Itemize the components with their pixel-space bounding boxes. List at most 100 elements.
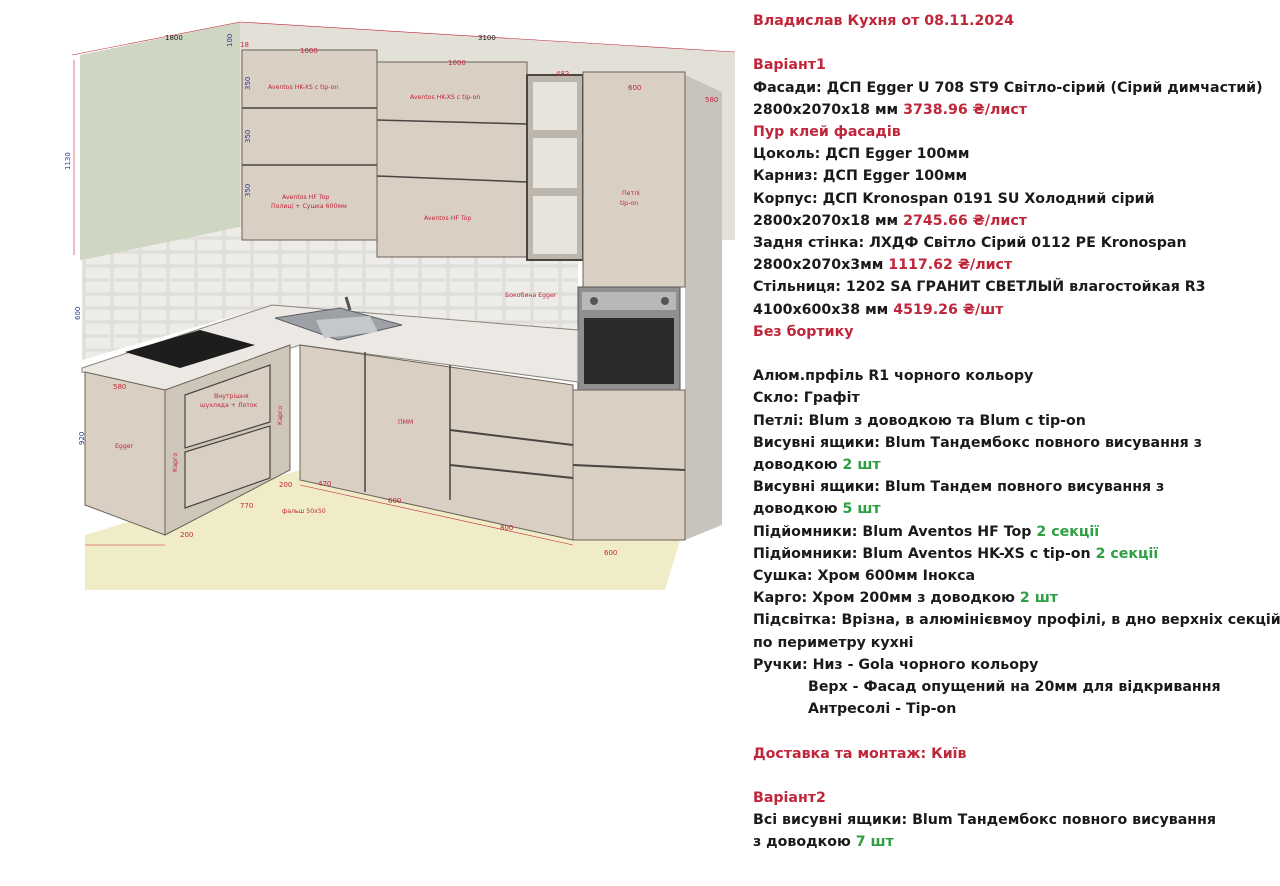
dimension-lines <box>71 21 736 546</box>
drawers-2-line: Висувні ящики: Blum Тандем повного висув… <box>753 479 1165 496</box>
dim-100: 100 <box>226 34 234 47</box>
handles-line-3: Антресолі - Tip-on <box>808 701 957 718</box>
dim-350-c: 350 <box>244 184 252 197</box>
variant-2-line: Всі висувні ящики: Blum Тандембокс повно… <box>753 812 1216 829</box>
countertop-price: 4519.26 ₴/шт <box>893 301 1004 318</box>
upper-cabinets <box>241 49 686 288</box>
drawers-1-qty: 2 шт <box>842 457 881 474</box>
dim-600-floor-b: 600 <box>604 549 617 557</box>
cargo-qty: 2 шт <box>1019 590 1059 607</box>
left-wall <box>80 22 240 260</box>
hob <box>125 330 255 368</box>
kitchen-drawing: 1800 3100 100 18 1000 1000 482 600 580 1… <box>64 21 736 590</box>
label-side-panel: Бокобина Egger <box>505 291 557 299</box>
label-hinges: Петлі <box>622 189 640 197</box>
variant-2-cont: з доводкою <box>753 834 851 851</box>
document-title: Владислав Кухня от 08.11.2024 <box>753 13 1014 29</box>
variant-1-title: Варіант1 <box>753 57 826 74</box>
countertop-size-line: 4100x600x38 мм 4519.26 ₴/шт <box>753 299 1273 321</box>
label-hf-top-2: Aventos HF Top <box>424 215 471 222</box>
dim-1000-a: 1000 <box>300 47 318 55</box>
dim-350-b: 350 <box>244 130 252 143</box>
lighting-line: Підсвітка: Врізна, в алюмінієвмоу профіл… <box>753 612 1280 629</box>
dim-3100: 3100 <box>478 34 496 42</box>
body-price: 2745.66 ₴/лист <box>903 212 1028 229</box>
tall-unit-side <box>685 75 722 540</box>
drawers-2-qty: 5 шт <box>842 501 881 518</box>
label-tray: шухляда + Лоток <box>200 402 258 409</box>
dim-1000-b: 1000 <box>448 59 466 67</box>
no-edge-line: Без бортику <box>753 323 854 340</box>
dim-600-top: 600 <box>628 84 641 92</box>
handles-line-2: Верх - Фасад опущений на 20мм для відкри… <box>808 679 1221 696</box>
drawers-2-qty-line: доводкою 5 шт <box>753 498 1273 520</box>
label-hf-top-1: Aventos HF Top <box>282 194 329 201</box>
facades-size: 2800x2070x18 мм <box>753 101 899 118</box>
dim-18: 18 <box>240 41 249 49</box>
body-size-line: 2800x2070x18 мм 2745.66 ₴/лист <box>753 210 1273 232</box>
dim-580-right: 580 <box>705 96 718 104</box>
back-size: 2800x2070x3мм <box>753 257 884 274</box>
label-tip-on: tip-on <box>620 200 638 207</box>
plinth-line: Цоколь: ДСП Egger 100мм <box>753 146 970 163</box>
dim-800: 800 <box>500 524 513 532</box>
lift-1-line: Підйомники: Blum Aventos HF Top 2 секції <box>753 521 1273 543</box>
variant-2-qty-line: з доводкою 7 шт <box>753 831 1273 853</box>
label-false-panel: фальш 50x50 <box>282 508 326 515</box>
body-size: 2800x2070x18 мм <box>753 212 899 229</box>
glass-line: Скло: Графіт <box>753 390 860 407</box>
dim-770: 770 <box>240 502 253 510</box>
label-cargo-2: Карго <box>172 453 179 472</box>
countertop-line: Стільниця: 1202 SA ГРАНИТ СВЕТЛЫЙ влагос… <box>753 279 1206 296</box>
handles-line: Ручки: Низ - Gola чорного кольору <box>753 656 1039 673</box>
base-cabinets-back <box>299 344 574 541</box>
base-cabinets-left <box>84 344 291 536</box>
lift-2-line: Підйомники: Blum Aventos HK-XS с tip-on … <box>753 543 1273 565</box>
backsplash-left <box>82 220 272 360</box>
oven <box>577 286 681 391</box>
countertop-size: 4100x600x38 мм <box>753 301 889 318</box>
drawers-1-qty-line: доводкою 2 шт <box>753 454 1273 476</box>
label-hk-xs-2: Aventos HK-XS c tip-on <box>410 94 480 101</box>
dim-580-left: 580 <box>113 383 126 391</box>
label-hk-xs-1: Aventos HK-XS c tip-on <box>268 84 338 91</box>
drawers-2-cont: доводкою <box>753 501 838 518</box>
profile-line: Алюм.прфіль R1 чорного кольору <box>753 368 1034 385</box>
dim-470: 470 <box>318 480 331 488</box>
lighting-line-2: по периметру кухні <box>753 634 914 651</box>
dryer-line: Сушка: Хром 600мм Інокса <box>753 568 976 585</box>
delivery-line: Доставка та монтаж: Київ <box>753 745 967 762</box>
label-inner-drawer: Внутрішня <box>214 392 249 400</box>
body-line: Корпус: ДСП Kronospan 0191 SU Холодний с… <box>753 190 1155 207</box>
label-egger: Egger <box>115 443 134 450</box>
label-cargo-1: Карго <box>277 406 284 425</box>
label-dishwasher: ПММ <box>398 419 413 426</box>
dim-482: 482 <box>556 70 569 78</box>
facades-line: Фасади: ДСП Egger U 708 ST9 Світло-сірий… <box>753 79 1263 96</box>
dim-600-left: 600 <box>74 307 82 320</box>
label-shelves-dryer: Полиці + Сушка 600мм <box>271 202 347 210</box>
dim-1800: 1800 <box>165 34 183 42</box>
cornice-line: Карниз: ДСП Egger 100мм <box>753 168 968 185</box>
variant-2-qty: 7 шт <box>855 834 894 851</box>
kitchen-render: 1800 3100 100 18 1000 1000 482 600 580 1… <box>0 0 740 600</box>
dim-350-a: 350 <box>244 77 252 90</box>
back-panel-line: Задня стінка: ЛХДФ Світло Сірий 0112 PE … <box>753 235 1187 252</box>
cargo-line: Карго: Хром 200мм з доводкою 2 шт <box>753 587 1273 609</box>
dim-920: 920 <box>78 432 86 445</box>
dim-600-floor-a: 600 <box>388 497 401 505</box>
lift-1-qty: 2 секції <box>1036 523 1100 540</box>
specification-panel: Владислав Кухня от 08.11.2024 Варіант1 Ф… <box>753 10 1280 854</box>
lift-2-text: Підйомники: Blum Aventos HK-XS с tip-on <box>753 545 1091 562</box>
hinges-line: Петлі: Blum з доводкою та Blum с tip-on <box>753 412 1086 429</box>
pur-glue-line: Пур клей фасадів <box>753 124 901 140</box>
cargo-text: Карго: Хром 200мм з доводкою <box>753 590 1015 607</box>
dim-200-b: 200 <box>279 481 292 489</box>
drawers-1-line: Висувні ящики: Blum Тандембокс повного в… <box>753 434 1202 451</box>
dim-1130: 1130 <box>64 152 72 170</box>
back-size-line: 2800x2070x3мм 1117.62 ₴/лист <box>753 254 1273 276</box>
lift-1-text: Підйомники: Blum Aventos HF Top <box>753 523 1032 540</box>
back-price: 1117.62 ₴/лист <box>888 257 1013 274</box>
facades-price: 3738.96 ₴/лист <box>903 101 1028 118</box>
dim-200-a: 200 <box>180 531 193 539</box>
